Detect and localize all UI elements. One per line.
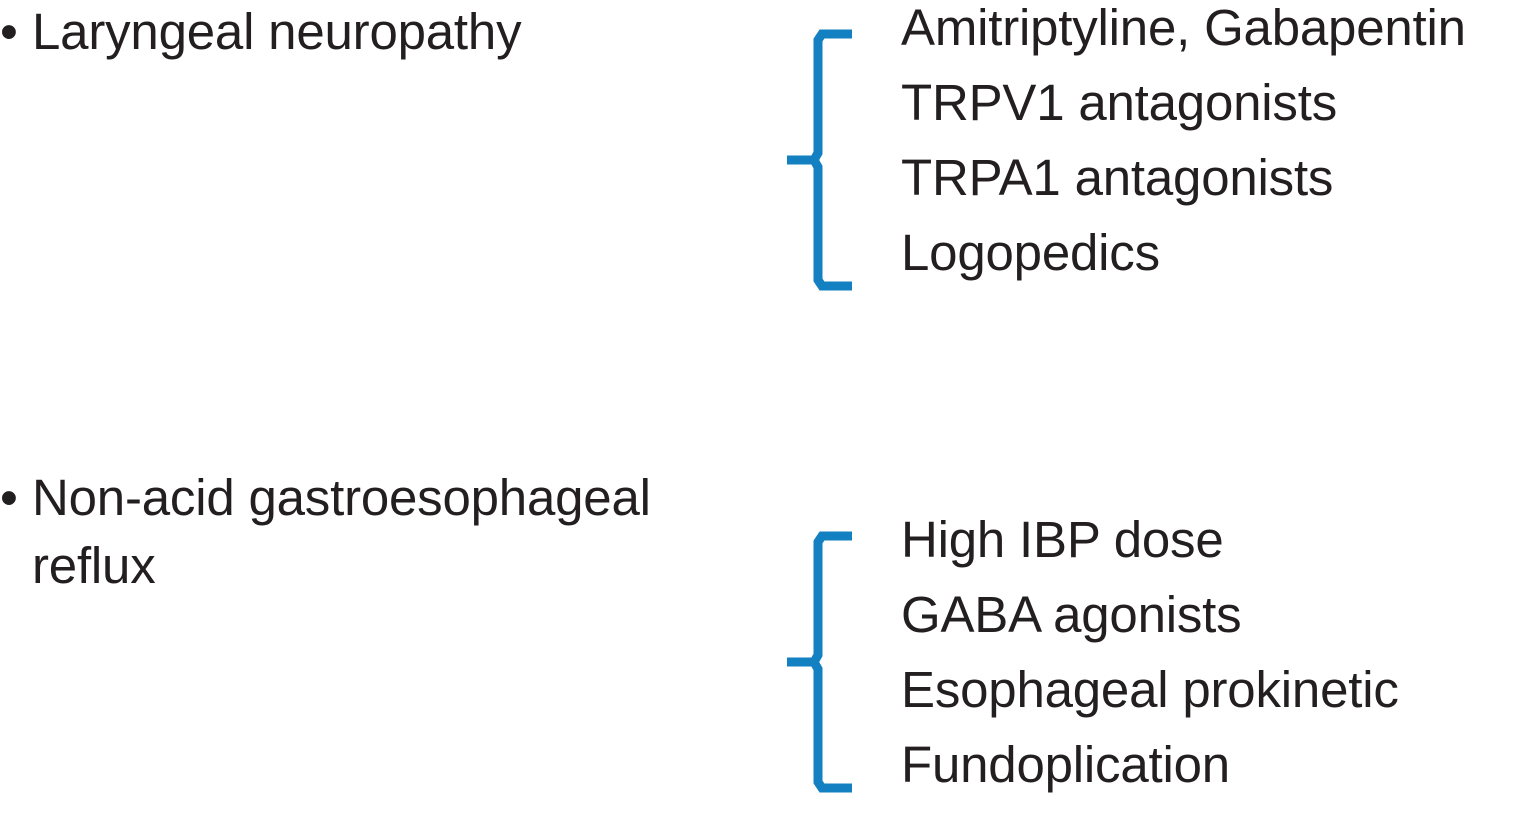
- list-item: Esophageal prokinetic: [901, 661, 1399, 718]
- bullet-label-laryngeal-neuropathy: Laryngeal neuropathy: [32, 3, 522, 60]
- bullet-marker-icon: •: [0, 469, 18, 526]
- curly-brace-icon-group-1: [787, 29, 852, 291]
- treatment-list-laryngeal-neuropathy: Amitriptyline, Gabapentin TRPV1 antagoni…: [901, 0, 1466, 290]
- list-item: TRPA1 antagonists: [901, 149, 1334, 206]
- bullet-label-non-acid-gastroesophageal-reflux: Non-acid gastroesophageal reflux: [32, 469, 665, 594]
- list-item: TRPV1 antagonists: [901, 74, 1338, 131]
- curly-brace-icon-group-2: [787, 531, 852, 793]
- list-item: Logopedics: [901, 224, 1160, 281]
- treatment-list-non-acid-gastroesophageal-reflux: High IBP dose GABA agonists Esophageal p…: [901, 502, 1399, 802]
- list-item: Amitriptyline, Gabapentin: [901, 0, 1466, 56]
- bullet-item-non-acid-gastroesophageal-reflux: • Non-acid gastroesophageal reflux: [0, 464, 730, 600]
- bullet-marker-icon: •: [0, 3, 18, 60]
- list-item: Fundoplication: [901, 736, 1230, 793]
- list-item: GABA agonists: [901, 586, 1242, 643]
- bullet-item-laryngeal-neuropathy: • Laryngeal neuropathy: [0, 0, 740, 66]
- list-item: High IBP dose: [901, 511, 1224, 568]
